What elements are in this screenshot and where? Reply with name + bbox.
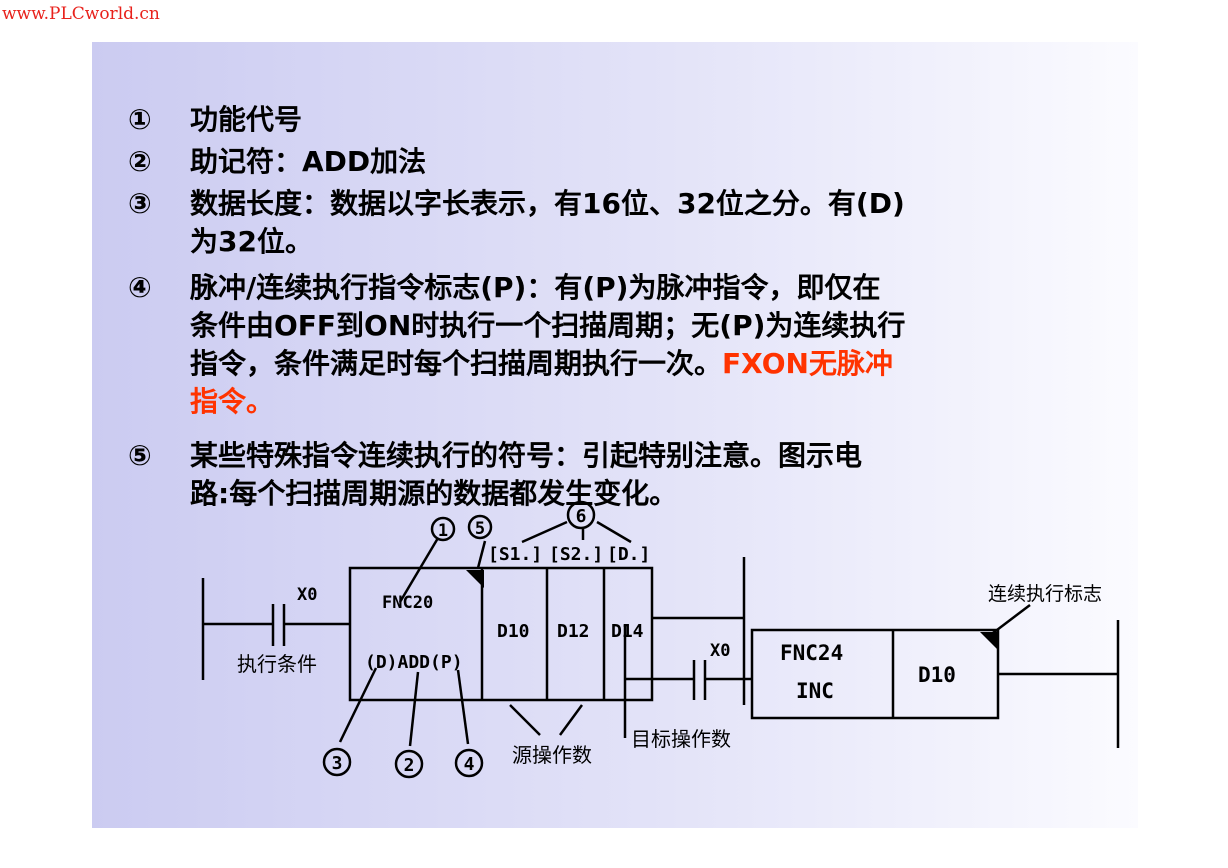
item-text-line-2: 路:每个扫描周期源的数据都发生变化。 xyxy=(190,477,678,510)
item-number: ② xyxy=(128,145,152,178)
operand-header-s2: [S2.] xyxy=(549,544,603,565)
continuous-flag-2 xyxy=(980,632,997,649)
item-text-line-3-plain: 指令，条件满足时每个扫描周期执行一次。 xyxy=(190,347,723,380)
circle-marker-2 xyxy=(394,749,424,779)
circle-number-2: 2 xyxy=(404,755,415,776)
operand-3: D14 xyxy=(611,621,644,642)
item-text-line-1: 脉冲/连续执行指令标志(P)：有(P)为脉冲指令，即仅在 xyxy=(190,271,881,304)
list-item-1: ① 功能代号 xyxy=(128,102,1088,138)
leader-2 xyxy=(408,671,420,747)
item-highlight: FXON无脉冲 xyxy=(722,347,893,380)
circle-number-3: 3 xyxy=(332,753,343,774)
list-item-4: ④ 脉冲/连续执行指令标志(P)：有(P)为脉冲指令，即仅在 条件由OFF到ON… xyxy=(128,270,1088,430)
item-text-line-1: 某些特殊指令连续执行的符号：引起特别注意。图示电 xyxy=(190,439,863,472)
item-number: ④ xyxy=(128,271,152,304)
circle-marker-3 xyxy=(322,747,352,777)
circle-number-6: 6 xyxy=(576,506,587,527)
instruction-box-1 xyxy=(348,566,654,702)
leader-6a xyxy=(521,520,568,544)
item-highlight-line-2: 指令。 xyxy=(190,385,275,418)
item-text-line-2: 条件由OFF到ON时执行一个扫描周期；无(P)为连续执行 xyxy=(190,309,906,342)
contact-1-label: X0 xyxy=(297,585,317,605)
circle-marker-4 xyxy=(454,748,484,778)
operand-header-d: [D.] xyxy=(607,544,650,565)
watermark: www.PLCworld.cn xyxy=(2,4,160,24)
leader-1 xyxy=(398,537,440,603)
fnc2-code: FNC24 xyxy=(780,641,843,665)
item-number: ① xyxy=(128,103,152,136)
item-text-line-2: 为32位。 xyxy=(190,225,313,258)
operand-2: D12 xyxy=(557,621,590,642)
item-number: ③ xyxy=(128,187,152,220)
list-item-3: ③ 数据长度：数据以字长表示，有16位、32位之分。有(D) 为32位。 xyxy=(128,186,1088,266)
continuous-flag-label: 连续执行标志 xyxy=(988,583,1102,605)
circle-number-1: 1 xyxy=(438,521,448,541)
fnc2-name: INC xyxy=(796,679,834,703)
fnc2-operand: D10 xyxy=(918,663,956,687)
item-text-line-1: 数据长度：数据以字长表示，有16位、32位之分。有(D) xyxy=(190,187,905,220)
leader-6c xyxy=(596,520,632,544)
circle-number-5: 5 xyxy=(475,519,485,539)
circle-marker-6 xyxy=(566,500,596,530)
contact-2-label: X0 xyxy=(710,641,730,661)
source-operand-label: 源操作数 xyxy=(512,743,592,767)
item-text: 助记符：ADD加法 xyxy=(190,145,427,178)
item-number: ⑤ xyxy=(128,439,152,472)
operand-header-s1: [S1.] xyxy=(488,544,542,565)
leader-3 xyxy=(338,667,378,743)
leader-src-a xyxy=(509,704,541,736)
leader-4 xyxy=(456,669,470,745)
mnemonic: (D)ADD(P) xyxy=(365,652,463,673)
fnc-code: FNC20 xyxy=(382,593,433,613)
circle-marker-5 xyxy=(467,514,493,540)
leader-src-b xyxy=(558,704,584,736)
slide-background xyxy=(92,42,1138,828)
item-text: 功能代号 xyxy=(190,103,303,136)
leader-5 xyxy=(476,540,487,569)
leader-flag xyxy=(992,604,1031,634)
exec-condition-label: 执行条件 xyxy=(237,652,317,676)
continuous-flag-1 xyxy=(466,570,484,588)
list-item-2: ② 助记符：ADD加法 xyxy=(128,144,1088,180)
circle-number-4: 4 xyxy=(464,754,475,775)
target-operand-label: 目标操作数 xyxy=(631,727,731,751)
list-item-5: ⑤ 某些特殊指令连续执行的符号：引起特别注意。图示电 路:每个扫描周期源的数据都… xyxy=(128,438,1088,518)
circle-marker-1 xyxy=(430,516,456,542)
item-text-line-3: 指令，条件满足时每个扫描周期执行一次。FXON无脉冲 xyxy=(190,346,1070,382)
operand-1: D10 xyxy=(497,621,530,642)
